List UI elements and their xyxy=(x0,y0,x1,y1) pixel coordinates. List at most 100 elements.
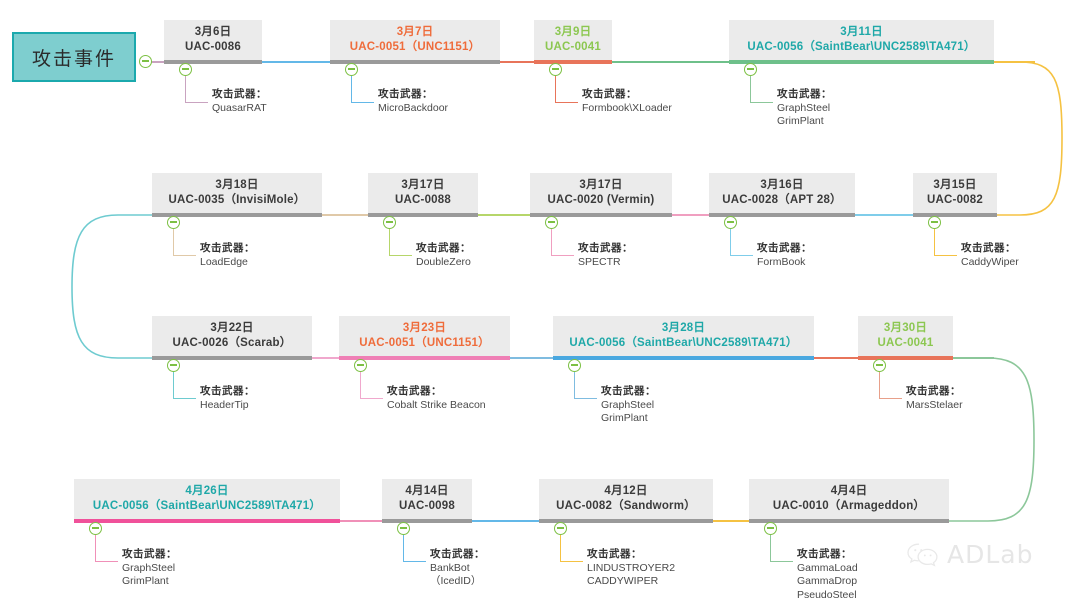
elbow-vertical xyxy=(730,229,732,256)
weapon-name: MarsStelaer xyxy=(906,398,963,411)
elbow-horizontal xyxy=(574,398,597,400)
event-actor: UAC-0020 (Vermin) xyxy=(547,194,655,206)
weapon-name: （IcedID） xyxy=(430,575,482,587)
event-collapse-knob[interactable] xyxy=(89,522,102,535)
weapon-name: CADDYWIPER xyxy=(587,575,659,587)
event-collapse-knob[interactable] xyxy=(354,359,367,372)
event-rule xyxy=(382,519,472,523)
elbow-horizontal xyxy=(185,102,208,104)
event-rule xyxy=(534,60,612,64)
elbow-horizontal xyxy=(95,561,118,563)
root-collapse-knob[interactable] xyxy=(139,55,152,68)
weapon-label: 攻击武器：SPECTR xyxy=(578,242,633,269)
elbow-vertical xyxy=(173,229,175,256)
event-actor: UAC-0051（UNC1151） xyxy=(349,41,481,53)
elbow-horizontal xyxy=(750,102,773,104)
event-collapse-knob[interactable] xyxy=(549,63,562,76)
event-rule xyxy=(74,519,340,523)
event-collapse-knob[interactable] xyxy=(545,216,558,229)
weapon-name: GammaLoad xyxy=(797,561,858,574)
timeline-link xyxy=(953,357,994,359)
weapon-name: GraphSteel xyxy=(777,101,831,114)
event-rule xyxy=(152,213,322,217)
event-collapse-knob[interactable] xyxy=(744,63,757,76)
elbow-vertical xyxy=(551,229,553,256)
weapon-label-title: 攻击武器： xyxy=(757,242,812,254)
weapon-label: 攻击武器：MicroBackdoor xyxy=(378,88,448,115)
elbow-vertical xyxy=(574,372,576,399)
timeline-link xyxy=(814,357,858,359)
event-collapse-knob[interactable] xyxy=(724,216,737,229)
weapon-name: PseudoSteel xyxy=(797,588,857,601)
event-date: 4月26日 xyxy=(185,485,229,497)
event-date: 3月23日 xyxy=(402,322,447,334)
event-collapse-knob[interactable] xyxy=(179,63,192,76)
event-date: 3月11日 xyxy=(840,26,883,38)
event-actor: UAC-0035（InvisiMole） xyxy=(168,194,306,206)
event-box[interactable]: 3月18日 UAC-0035（InvisiMole） xyxy=(152,173,322,215)
event-rule xyxy=(913,213,997,217)
weapon-label-title: 攻击武器： xyxy=(378,88,433,100)
timeline-link xyxy=(994,61,1035,63)
weapon-name: GammaDrop xyxy=(797,575,858,587)
event-collapse-knob[interactable] xyxy=(167,216,180,229)
curve-row2-row3 xyxy=(71,214,152,359)
weapon-label-title: 攻击武器： xyxy=(797,548,852,560)
timeline-link xyxy=(312,357,339,359)
elbow-horizontal xyxy=(934,255,957,257)
weapon-label-title: 攻击武器： xyxy=(122,548,177,560)
timeline-link xyxy=(500,61,534,63)
weapon-label: 攻击武器：CaddyWiper xyxy=(961,242,1019,269)
event-rule xyxy=(339,356,510,360)
weapon-name: LoadEdge xyxy=(200,255,248,268)
event-date: 3月16日 xyxy=(760,179,804,191)
event-rule xyxy=(368,213,478,217)
event-date: 3月22日 xyxy=(210,322,254,334)
elbow-horizontal xyxy=(403,561,426,563)
elbow-vertical xyxy=(879,372,881,399)
weapon-name: MicroBackdoor xyxy=(378,101,449,114)
event-collapse-knob[interactable] xyxy=(764,522,777,535)
elbow-vertical xyxy=(95,535,97,562)
event-collapse-knob[interactable] xyxy=(345,63,358,76)
event-collapse-knob[interactable] xyxy=(554,522,567,535)
timeline-link xyxy=(322,214,368,216)
event-date: 3月6日 xyxy=(194,26,232,38)
elbow-vertical xyxy=(360,372,362,399)
event-collapse-knob[interactable] xyxy=(397,522,410,535)
weapon-name: FormBook xyxy=(757,255,806,268)
event-actor: UAC-0041 xyxy=(545,41,601,53)
event-date: 4月14日 xyxy=(405,485,449,497)
event-collapse-knob[interactable] xyxy=(873,359,886,372)
curve-row3-row4 xyxy=(949,357,1035,522)
event-collapse-knob[interactable] xyxy=(928,216,941,229)
timeline-link xyxy=(855,214,913,216)
event-collapse-knob[interactable] xyxy=(383,216,396,229)
weapon-label: 攻击武器：HeaderTip xyxy=(200,385,255,412)
elbow-vertical xyxy=(750,76,752,103)
weapon-name: GraphSteel xyxy=(601,398,655,411)
timeline-link xyxy=(713,520,749,522)
event-date: 3月18日 xyxy=(215,179,259,191)
event-collapse-knob[interactable] xyxy=(568,359,581,372)
event-collapse-knob[interactable] xyxy=(167,359,180,372)
root-node-attack-events[interactable]: 攻击事件 xyxy=(12,32,136,82)
